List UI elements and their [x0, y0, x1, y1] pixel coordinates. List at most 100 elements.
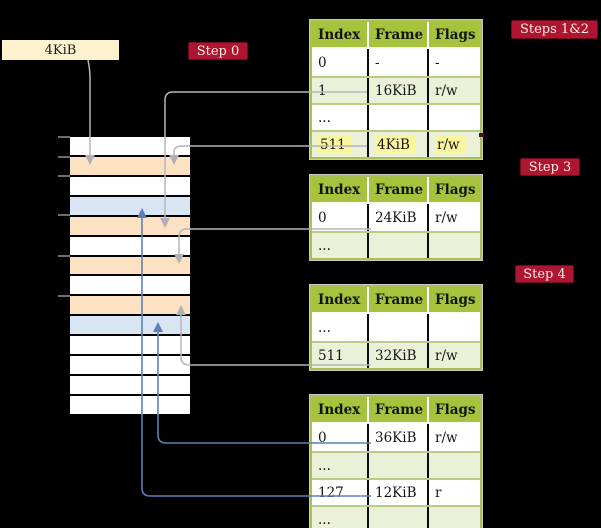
memory-row-orange: [70, 256, 190, 275]
table-cell: 0: [318, 209, 327, 226]
step-badge-label: Step 4: [523, 266, 566, 282]
table-cell: 36KiB: [367, 424, 427, 451]
table-cell: ...: [318, 457, 331, 474]
table-row: ...: [312, 103, 480, 130]
table-cell: -: [427, 49, 480, 76]
ruler-tick: [58, 295, 70, 297]
step-badge-4: Step 4: [515, 265, 574, 283]
table-cell: [427, 233, 480, 258]
table-row: ...: [312, 314, 480, 341]
memory-row-blue: [70, 196, 190, 215]
ruler-tick: [58, 156, 70, 158]
table-header-cell: Index: [318, 401, 361, 418]
table-header-cell: Index: [318, 291, 361, 308]
red-mark-artifact: [479, 133, 484, 137]
table-cell: r/w: [427, 132, 480, 157]
table-header-cell: Index: [318, 181, 361, 198]
table-cell: ...: [318, 237, 331, 254]
frame-size-label: 4KiB: [44, 42, 77, 58]
table-header-cell: Flags: [427, 397, 480, 422]
memory-row-white: [70, 336, 190, 355]
table-row: ...: [312, 505, 480, 528]
table-cell: [367, 314, 427, 341]
table-cell: 16KiB: [367, 78, 427, 103]
table-cell: [427, 453, 480, 478]
step-badge-label: Steps 1&2: [519, 22, 590, 37]
table-cell: 511: [318, 347, 344, 364]
memory-column: [70, 137, 190, 414]
table-row: ...: [312, 451, 480, 478]
table-row: ...: [312, 231, 480, 258]
table-row: 0 --: [312, 49, 480, 76]
table-cell: -: [367, 49, 427, 76]
table-header-cell: Flags: [427, 287, 480, 312]
step-badge-1-2: Steps 1&2: [511, 20, 598, 39]
table-cell: 511: [312, 132, 367, 157]
table-header-cell: Index: [318, 26, 361, 43]
table-cell: r: [427, 480, 480, 505]
table-cell: r/w: [427, 424, 480, 451]
ruler-tick: [58, 136, 70, 138]
memory-row-orange: [70, 296, 190, 315]
table-cell: [367, 507, 427, 528]
memory-row-blue: [70, 316, 190, 335]
table-cell: [427, 314, 480, 341]
table-cell: [367, 105, 427, 130]
table-cell: r/w: [427, 78, 480, 103]
step-badge-0: Step 0: [188, 42, 248, 60]
step-badge-label: Step 3: [528, 159, 572, 175]
table-cell: 24KiB: [367, 204, 427, 231]
table-header-cell: Flags: [427, 177, 480, 202]
table-cell: 4KiB: [367, 132, 427, 157]
ruler-tick: [58, 214, 70, 216]
table-cell: 127: [318, 484, 344, 501]
table-cell: 1: [318, 82, 327, 99]
ruler-tick: [58, 255, 70, 257]
table-cell: [367, 453, 427, 478]
memory-row-white: [70, 276, 190, 295]
table-cell: r/w: [427, 343, 480, 368]
table-cell: [367, 233, 427, 258]
table-cell: 32KiB: [367, 343, 427, 368]
memory-row-white: [70, 176, 190, 195]
table-header-cell: Frame: [367, 22, 427, 47]
memory-row-white: [70, 395, 190, 414]
memory-row-orange: [70, 216, 190, 235]
table-cell: 12KiB: [367, 480, 427, 505]
table-header-cell: Frame: [367, 397, 427, 422]
memory-row-orange: [70, 156, 190, 175]
table-cell: [427, 105, 480, 130]
memory-row-white: [70, 137, 190, 155]
table-cell: ...: [318, 511, 331, 528]
table-cell: 0: [318, 429, 327, 446]
table-header-cell: Frame: [367, 177, 427, 202]
table-cell: ...: [318, 109, 331, 126]
memory-row-white: [70, 376, 190, 394]
table-cell: [427, 507, 480, 528]
table-cell: r/w: [427, 204, 480, 231]
table-header-cell: Flags: [427, 22, 480, 47]
frame-size-label-box: 4KiB: [2, 40, 119, 60]
memory-row-white: [70, 356, 190, 375]
table-cell: 0: [318, 54, 327, 71]
table-header-cell: Frame: [367, 287, 427, 312]
step-badge-label: Step 0: [196, 43, 240, 59]
table-cell: ...: [318, 319, 331, 336]
ruler-tick: [58, 175, 70, 177]
step-badge-3: Step 3: [520, 158, 580, 176]
